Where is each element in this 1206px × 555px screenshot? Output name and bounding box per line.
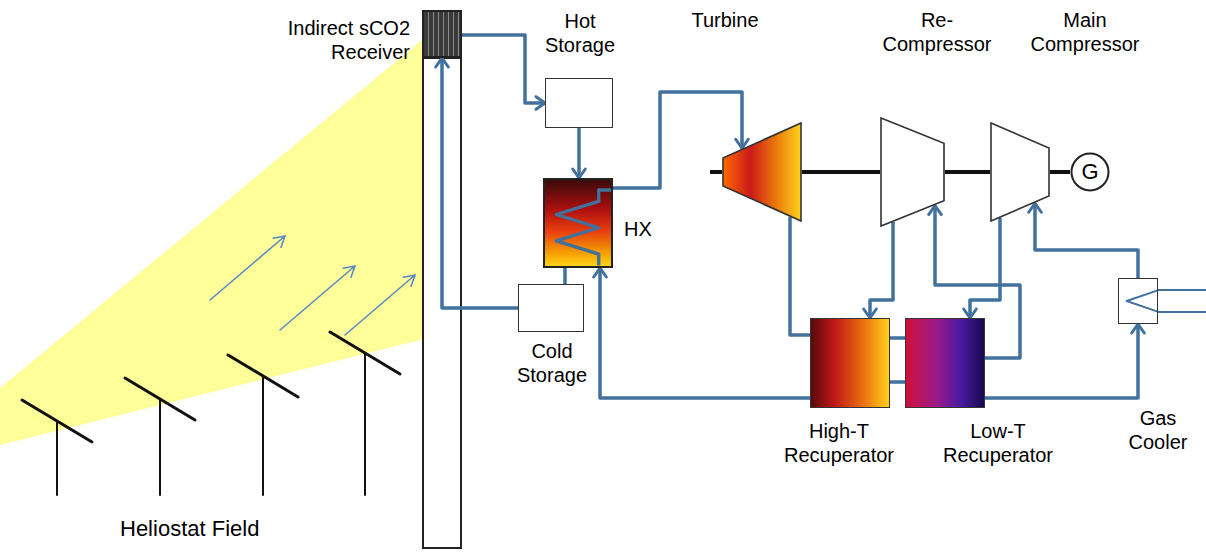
- flow-connector: [573, 128, 586, 178]
- flow-connector: [864, 222, 893, 318]
- connector-line: [945, 170, 990, 174]
- connector-line: [1050, 170, 1070, 174]
- flow-connector: [565, 268, 566, 284]
- cooling-water-line: [1158, 311, 1206, 313]
- connector-line: [802, 170, 880, 174]
- flow-connector: [790, 217, 810, 335]
- compressor-symbol-graphic: [880, 117, 945, 227]
- turbine-symbol-outline: [723, 123, 801, 221]
- flow-connector: [594, 268, 810, 398]
- flow-connector: [964, 218, 1000, 318]
- shaft-line: [945, 172, 990, 173]
- compressor-symbol: Re-Compressor: [880, 117, 945, 227]
- heat-exchanger: HX: [543, 178, 613, 268]
- arrow-head: [964, 309, 977, 318]
- heat-exchanger-graphic: [545, 180, 611, 266]
- compressor-symbol-graphic: [990, 122, 1050, 222]
- sunlight-arrow: [280, 266, 355, 330]
- heliostats: [22, 332, 400, 495]
- recuperator: High-T Recuperator: [810, 318, 890, 408]
- arrow-head: [536, 97, 545, 110]
- connector-line: [790, 217, 810, 335]
- heliostat-post: [159, 399, 161, 495]
- arrow-head: [436, 58, 449, 67]
- component-label: Cold Storage: [512, 339, 592, 387]
- connector-line: [870, 222, 893, 318]
- connector-line: [600, 268, 810, 398]
- recuperator: Low-T Recuperator: [905, 318, 985, 408]
- generator-symbol: G: [1070, 152, 1110, 192]
- gas-cooler: Gas Cooler: [1118, 278, 1158, 324]
- component-label: Low-T Recuperator: [933, 419, 1063, 467]
- connector-line: [462, 35, 545, 103]
- arrow-head: [864, 309, 877, 318]
- flow-connector: [1029, 203, 1138, 278]
- flow-connector: [890, 382, 905, 383]
- connector-line: [577, 128, 581, 178]
- connector-line: [1035, 203, 1138, 278]
- connector-line: [970, 218, 1000, 318]
- receiver-panel: Indirect sCO2 Receiver: [422, 10, 462, 58]
- component-label: G: [1070, 152, 1110, 192]
- compressor-symbol-outline: [881, 118, 944, 226]
- flow-connector: [890, 338, 905, 339]
- storage-tank: Hot Storage: [545, 78, 613, 128]
- turbine-symbol: Turbine: [722, 122, 802, 222]
- heliostat-post: [364, 353, 366, 495]
- component-label: Gas Cooler: [1113, 406, 1203, 454]
- shaft-stub: [710, 170, 722, 174]
- cooling-water-line: [1158, 289, 1206, 291]
- connector-line: [890, 380, 905, 384]
- connector-line: [985, 324, 1138, 398]
- flow-connector: [436, 58, 518, 308]
- component-label: Re-Compressor: [877, 8, 997, 56]
- flow-connector: [462, 35, 545, 109]
- sunlight-arrows: [210, 236, 415, 335]
- component-label: High-T Recuperator: [774, 419, 904, 467]
- turbine-symbol-graphic: [722, 122, 802, 222]
- sunlight-arrow: [345, 275, 415, 335]
- shaft-line: [802, 172, 880, 173]
- field-label: Heliostat Field: [120, 516, 340, 542]
- component-label: HX: [624, 217, 664, 241]
- arrow-head: [594, 268, 607, 277]
- compressor-symbol-outline: [991, 123, 1049, 221]
- shaft-line: [1050, 172, 1070, 173]
- arrow-head: [573, 169, 586, 178]
- coil-line: [556, 190, 611, 265]
- coil-line: [1127, 291, 1157, 312]
- storage-tank: Cold Storage: [518, 284, 584, 332]
- connector-line: [563, 268, 567, 284]
- sunlight-beam: [0, 40, 462, 445]
- component-label: Main Compressor: [1025, 8, 1145, 56]
- gas-cooler-graphic: [1119, 279, 1157, 323]
- connector-line: [442, 58, 518, 308]
- component-label: Indirect sCO2 Receiver: [240, 16, 410, 64]
- flow-connector: [985, 324, 1144, 398]
- arrow-head: [1132, 324, 1145, 333]
- connector-line: [890, 336, 905, 340]
- component-label: Turbine: [680, 8, 770, 32]
- heliostat-post: [56, 421, 58, 495]
- component-label: Hot Storage: [540, 9, 620, 57]
- heliostat-post: [262, 376, 264, 495]
- sunlight-arrow: [210, 236, 285, 300]
- compressor-symbol: Main Compressor: [990, 122, 1050, 222]
